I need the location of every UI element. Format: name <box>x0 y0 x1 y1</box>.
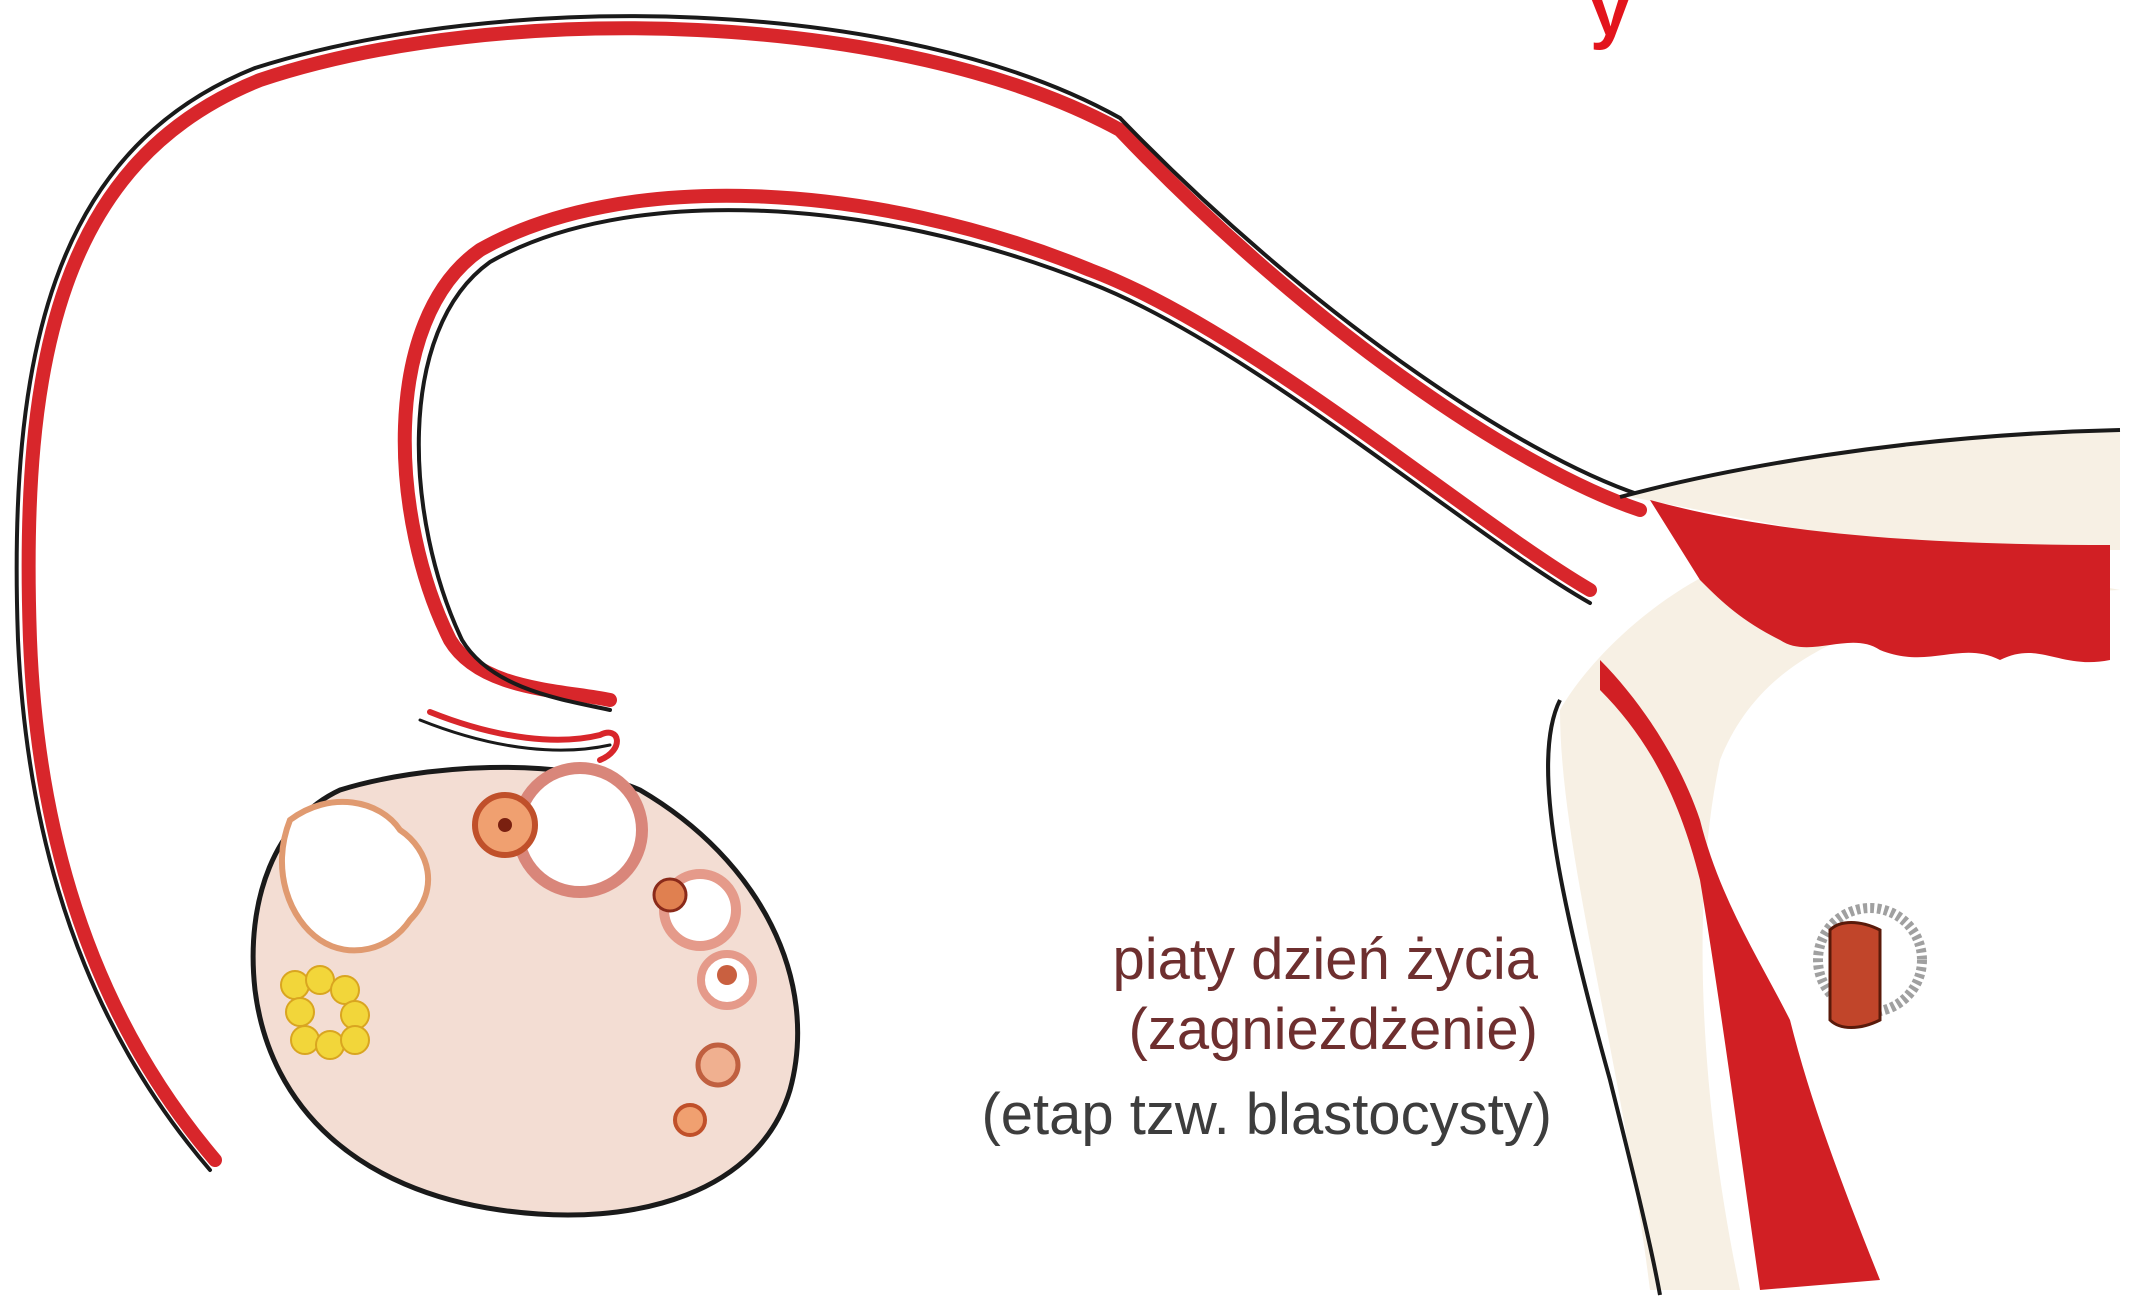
fimbria <box>430 712 617 760</box>
ovary <box>253 767 798 1215</box>
follicle-4 <box>698 1045 738 1085</box>
blastocyst <box>1818 908 1922 1028</box>
tube-inner-red <box>405 196 1590 700</box>
follicle-5 <box>675 1105 705 1135</box>
tube-inner-outline <box>419 210 1590 710</box>
caption-blastocyst-stage: (etap tzw. blastocysty) <box>981 1080 1552 1150</box>
uterus-wall <box>1548 430 2120 1295</box>
embryoblast <box>1830 923 1880 1028</box>
caption-implantation: (zagnieżdżenie) <box>1129 995 1538 1065</box>
caption-day: piaty dzień życia <box>1112 925 1538 995</box>
title-fragment: y <box>1590 0 1630 52</box>
